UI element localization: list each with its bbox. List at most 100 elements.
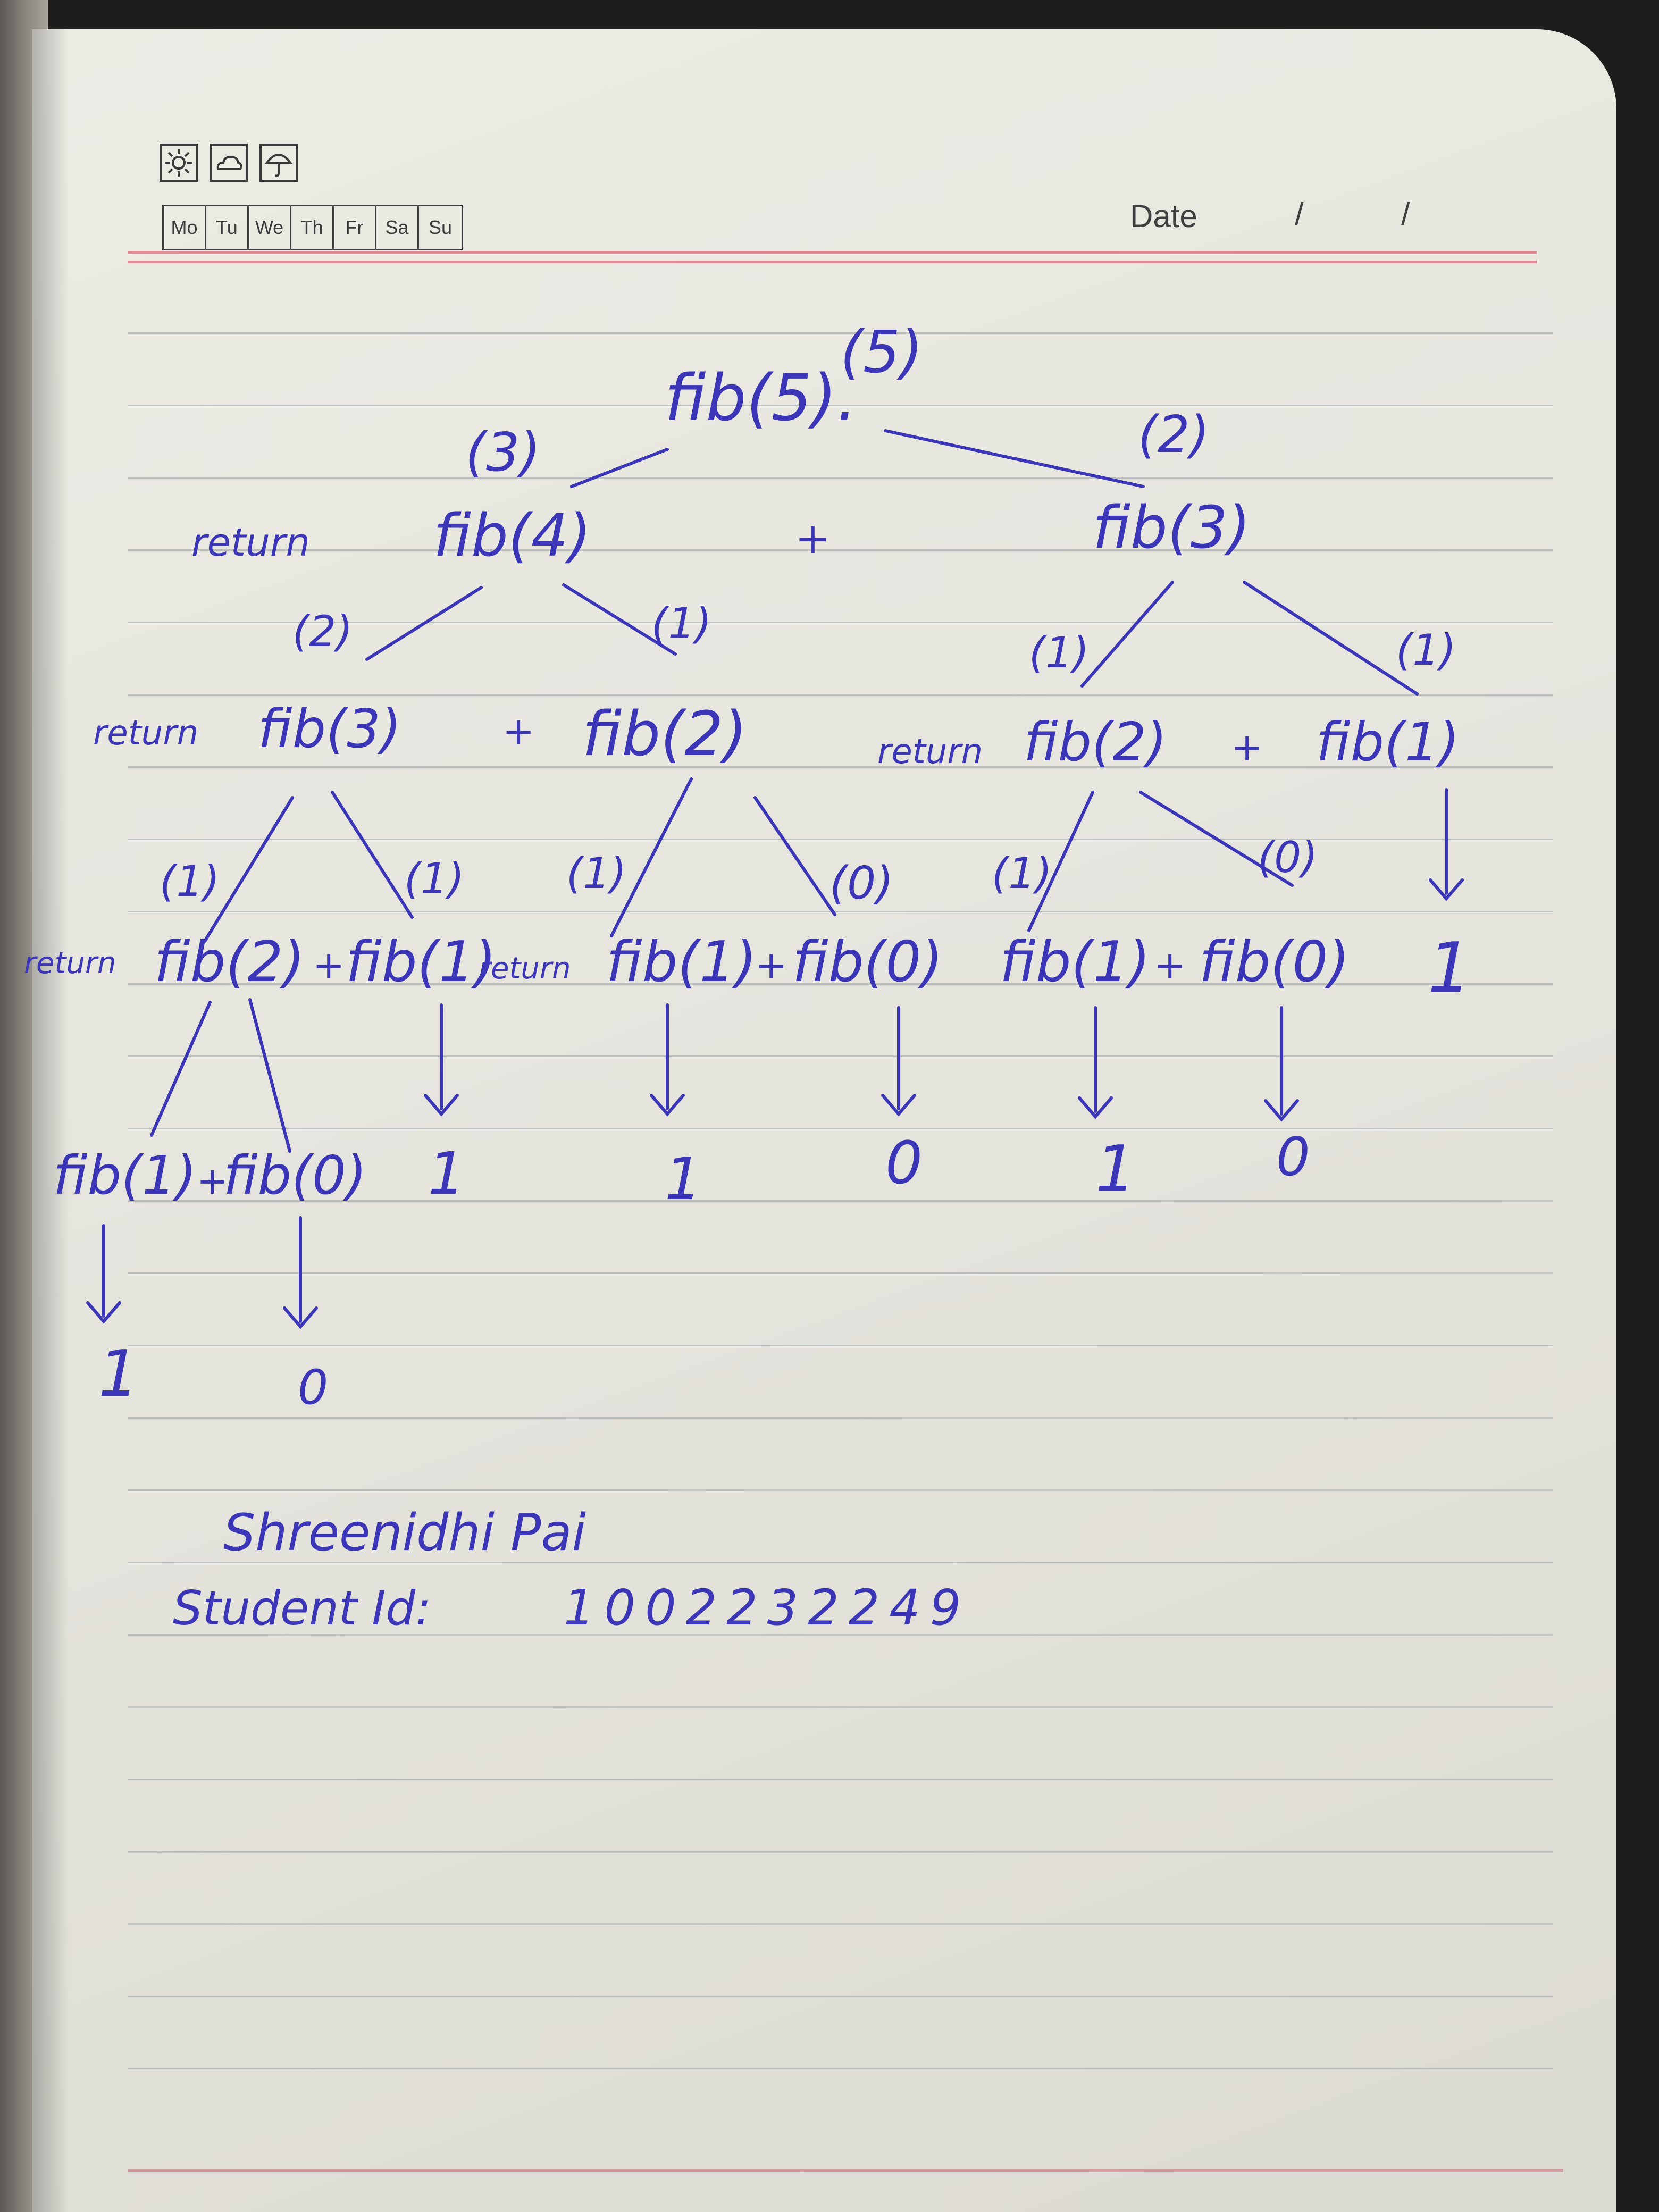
ruled-line [128, 1996, 1553, 1997]
ruled-line [128, 1128, 1553, 1129]
edge [331, 791, 414, 919]
edge [610, 777, 693, 937]
result-fib0-b2: 0 [885, 1129, 923, 1197]
umbrella-icon [259, 144, 298, 182]
edge [1080, 581, 1174, 688]
header-red-line [128, 261, 1537, 263]
result-fib1-e1: 1 [98, 1337, 139, 1411]
edge [1139, 791, 1294, 887]
bottom-margin-line [128, 2169, 1563, 2172]
result-fib1-d: 1 [1428, 927, 1472, 1008]
ruled-line [128, 1923, 1553, 1925]
value-fib0-c2: (0) [1258, 833, 1318, 882]
ruled-line [128, 332, 1553, 334]
ruled-line [128, 766, 1553, 768]
node-fib1-e1: fib(1) [53, 1144, 197, 1206]
result-fib1-b1: 1 [665, 1145, 702, 1213]
ruled-line [128, 477, 1553, 479]
plus-sign: + [795, 514, 831, 563]
edge [570, 448, 669, 488]
return-word: return [93, 714, 198, 753]
arrow-head [881, 1094, 916, 1117]
edge [365, 586, 483, 661]
result-fib1-c1: 1 [1095, 1133, 1136, 1206]
value-fib1-b1: (1) [566, 849, 626, 898]
return-word: return [191, 520, 310, 565]
date-separator: / [1295, 196, 1304, 232]
edge [562, 583, 677, 656]
return-word: return [24, 946, 116, 981]
node-fib3-left: fib(3) [258, 698, 401, 760]
plus-sign: + [1154, 943, 1186, 987]
value-fib2-left: (1) [651, 599, 711, 648]
value-fib1-c1: (1) [992, 849, 1052, 898]
result-fib0-c2: 0 [1276, 1126, 1310, 1188]
day-box: We [249, 206, 291, 249]
node-fib0-e2: fib(0) [223, 1144, 367, 1206]
value-fib2-a1: (1) [160, 857, 220, 906]
arrow-head [424, 1094, 459, 1117]
node-fib0-b2: fib(0) [792, 929, 943, 994]
day-box: Tu [206, 206, 249, 249]
ruled-line [128, 1851, 1553, 1853]
node-fib1-c1: fib(1) [1000, 929, 1150, 994]
ruled-line [128, 1562, 1553, 1563]
weekday-boxes: Mo Tu We Th Fr Sa Su [162, 205, 463, 250]
value-fib1-a2: (1) [404, 854, 464, 903]
value-fib2-right: (1) [1029, 628, 1089, 677]
node-fib2-right: fib(2) [1024, 711, 1167, 773]
node-fib2-a1: fib(2) [154, 929, 305, 994]
result-fib1-a2: 1 [428, 1139, 465, 1208]
node-fib5: fib(5). [665, 362, 857, 435]
arrow-head [1264, 1099, 1299, 1122]
student-id-value: 1002232249 [564, 1579, 970, 1636]
notebook-page [32, 29, 1616, 2212]
node-fib2-left: fib(2) [582, 699, 747, 770]
node-fib3: fib(3) [1093, 493, 1251, 562]
ruled-line [128, 911, 1553, 912]
ruled-line [128, 1055, 1553, 1057]
arrow-head [283, 1306, 318, 1329]
ruled-line [128, 1345, 1553, 1346]
edge [203, 796, 294, 943]
edge [248, 998, 291, 1153]
plus-sign: + [502, 709, 534, 753]
ruled-line [128, 694, 1553, 696]
value-fib3: (2) [1138, 406, 1210, 464]
ruled-line [128, 405, 1553, 406]
day-box: Fr [334, 206, 376, 249]
arrow-head [1078, 1096, 1113, 1119]
day-box: Th [291, 206, 334, 249]
cloud-icon [210, 144, 248, 182]
ruled-line [128, 622, 1553, 623]
node-fib4: fib(4) [433, 501, 591, 569]
ruled-line [128, 1489, 1553, 1491]
node-fib5-value: (5) [840, 318, 923, 386]
node-fib1-b1: fib(1) [606, 929, 757, 994]
ruled-line [128, 549, 1553, 551]
value-fib1-right: (1) [1396, 625, 1456, 675]
edge [753, 796, 836, 916]
arrow-head [86, 1301, 121, 1324]
value-fib3-left: (2) [292, 607, 353, 656]
return-word: return [877, 732, 983, 772]
sun-icon [160, 144, 198, 182]
plus-sign: + [755, 943, 787, 987]
value-fib0-b2: (0) [830, 857, 893, 910]
return-word: return [479, 951, 571, 986]
arrow-head [1429, 878, 1464, 901]
date-label: Date [1130, 198, 1197, 234]
day-box: Sa [376, 206, 419, 249]
ruled-line [128, 1706, 1553, 1708]
node-fib0-c2: fib(0) [1199, 929, 1350, 994]
edge [1243, 581, 1419, 696]
edge [884, 429, 1145, 488]
plus-sign: + [1231, 725, 1263, 769]
ruled-line [128, 1200, 1553, 1202]
ruled-line [128, 1779, 1553, 1780]
weather-icons [160, 144, 298, 186]
ruled-line [128, 839, 1553, 840]
arrow-head [650, 1094, 685, 1117]
date-separator: / [1401, 196, 1410, 232]
